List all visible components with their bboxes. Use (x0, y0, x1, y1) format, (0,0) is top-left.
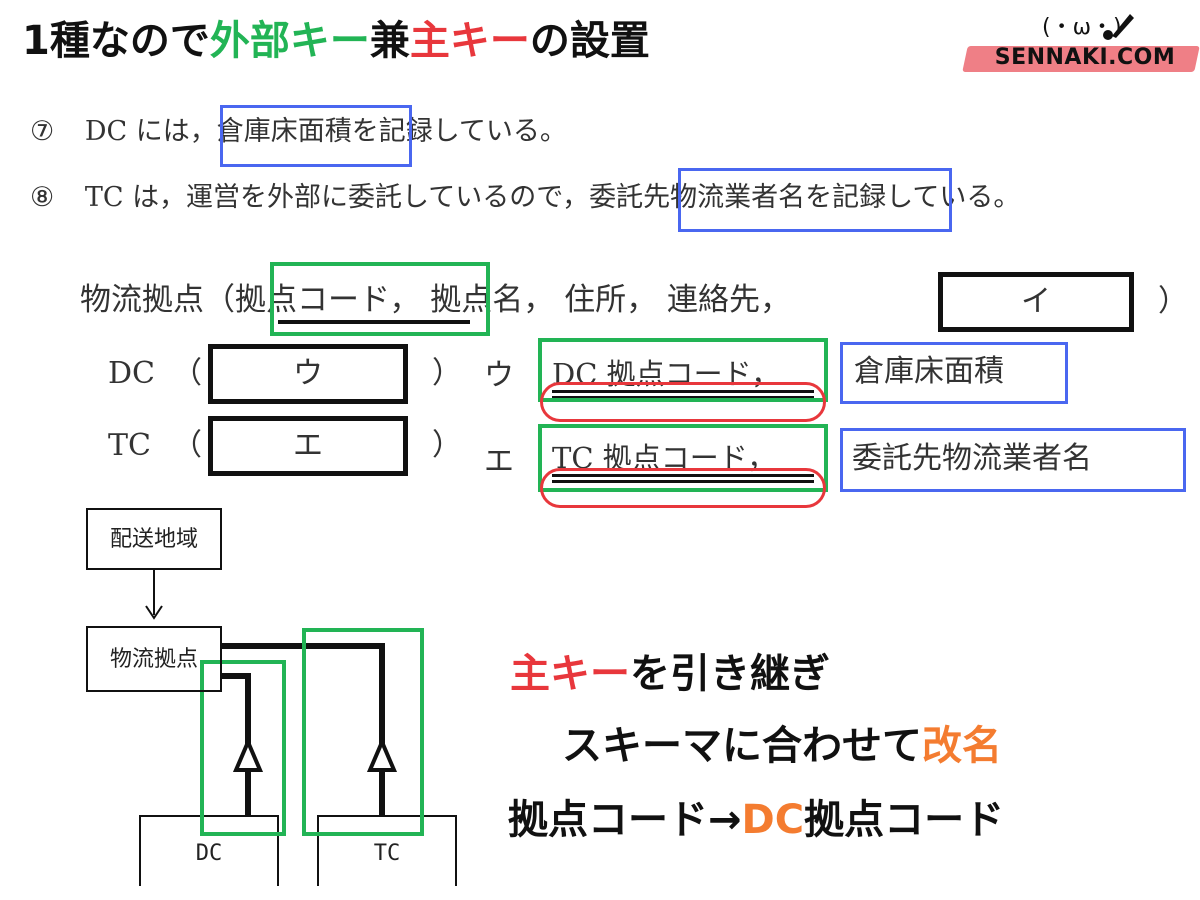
blank-cell-u: ウ (208, 344, 408, 404)
row2-key-underline-1 (552, 390, 814, 393)
entity-logistics-base: 物流拠点 (86, 626, 222, 692)
row1-close: ） (1158, 284, 1188, 319)
row1-rest: ， 拠点名， 住所， 連絡先， (389, 282, 791, 318)
connector-base-to-dc (222, 673, 251, 816)
title-part-5: の設置 (529, 18, 650, 64)
green-box-tc-link (302, 628, 424, 836)
row2-answer-comma: ， (751, 357, 781, 391)
green-box-tc-code (538, 424, 828, 492)
explanation-line-2: スキーマに合わせて改名 (562, 718, 1002, 774)
row1-open: （ (204, 282, 235, 318)
arrow-delivery-to-base-head (145, 605, 163, 620)
question-line-8: ⑧ TC は，運営を外部に委託しているので，委託先物流業者名を記録している。 (30, 178, 1020, 218)
row3-key-underline-1 (552, 474, 814, 477)
green-box-base-code (270, 262, 490, 336)
blue-box-tc-attr (840, 428, 1186, 492)
expl-rename: 改名 (922, 723, 1002, 769)
highlight-box-contractor-name (678, 168, 952, 232)
line8-post: を記録している。 (805, 182, 1021, 213)
question-line-7: ⑦ DC には，倉庫床面積を記録している。 (30, 112, 567, 152)
page-title: 1種なので外部キー兼主キーの設置 (22, 10, 650, 72)
explanation-line-3: 拠点コード→DC拠点コード (508, 792, 1004, 848)
entity-delivery-area: 配送地域 (86, 508, 222, 570)
row3-answer-label: エ (484, 444, 514, 479)
blue-box-dc-attr (840, 342, 1068, 404)
blank-cell-e: エ (208, 416, 408, 476)
title-primary-key: 主キー (409, 18, 530, 64)
red-oval-tc-code (540, 468, 826, 508)
line8-boxed-term: 委託先物流業者名 (589, 182, 806, 213)
expl-primary-key: 主キー (510, 651, 630, 697)
row2-entity: DC (108, 356, 156, 391)
row3-entity: TC (108, 428, 151, 463)
row2-key-underline-2 (552, 396, 814, 399)
title-foreign-key: 外部キー (209, 18, 370, 64)
subtype-triangle-dc (232, 736, 264, 772)
expl-line3-post: 拠点コード (804, 797, 1005, 843)
row2-answer-key: DC 拠点コード， (552, 352, 780, 396)
row2-answer-key-text: DC 拠点コード (552, 357, 752, 391)
row2-answer-attr: 倉庫床面積 (854, 354, 1004, 389)
expl-line3-pre: 拠点コード→ (508, 797, 742, 843)
entity-tc: TC (373, 841, 401, 866)
logo-text: SENNAKI.COM (994, 45, 1176, 70)
row2-answer-label: ウ (484, 358, 514, 393)
expl-dc: DC (741, 797, 805, 843)
row3-close: ） (432, 428, 462, 463)
green-box-dc-link (200, 660, 286, 836)
row3-open: （ (172, 428, 202, 463)
line7-post: を記録している。 (351, 116, 567, 147)
subtype-triangle-tc (366, 736, 398, 772)
row1-key: 拠点コード (235, 282, 390, 318)
row2-close: ） (432, 356, 462, 391)
row3-answer-attr: 委託先物流業者名 (852, 441, 1092, 476)
row1-key-underline (278, 320, 470, 324)
logo-face-icon: (・ω・) (1042, 14, 1134, 40)
line7-number: ⑦ (30, 116, 55, 147)
expl-line2-main: スキーマに合わせて (562, 723, 922, 769)
row3-key-underline-2 (552, 480, 814, 483)
line7-boxed-term: 倉庫床面積 (216, 116, 352, 147)
row1-entity: 物流拠点 (80, 282, 204, 318)
line7-pre: DC には， (84, 116, 217, 147)
highlight-box-warehouse-area (220, 105, 412, 167)
title-part-3: 兼 (369, 18, 410, 64)
line8-number: ⑧ (30, 182, 55, 213)
explanation-line-1: 主キーを引き継ぎ (510, 646, 830, 702)
row2-open: （ (172, 356, 202, 391)
entity-dc: DC (195, 841, 223, 866)
title-part-1: 1種なので (22, 18, 210, 64)
red-oval-dc-code (540, 382, 826, 422)
line8-pre: TC は，運営を外部に委託しているので， (84, 182, 590, 213)
blank-cell-i: イ (938, 272, 1134, 332)
expl-line1-rest: を引き継ぎ (630, 651, 830, 697)
schema-row-1: 物流拠点（拠点コード， 拠点名， 住所， 連絡先， (80, 278, 791, 322)
green-box-dc-code (538, 338, 828, 402)
